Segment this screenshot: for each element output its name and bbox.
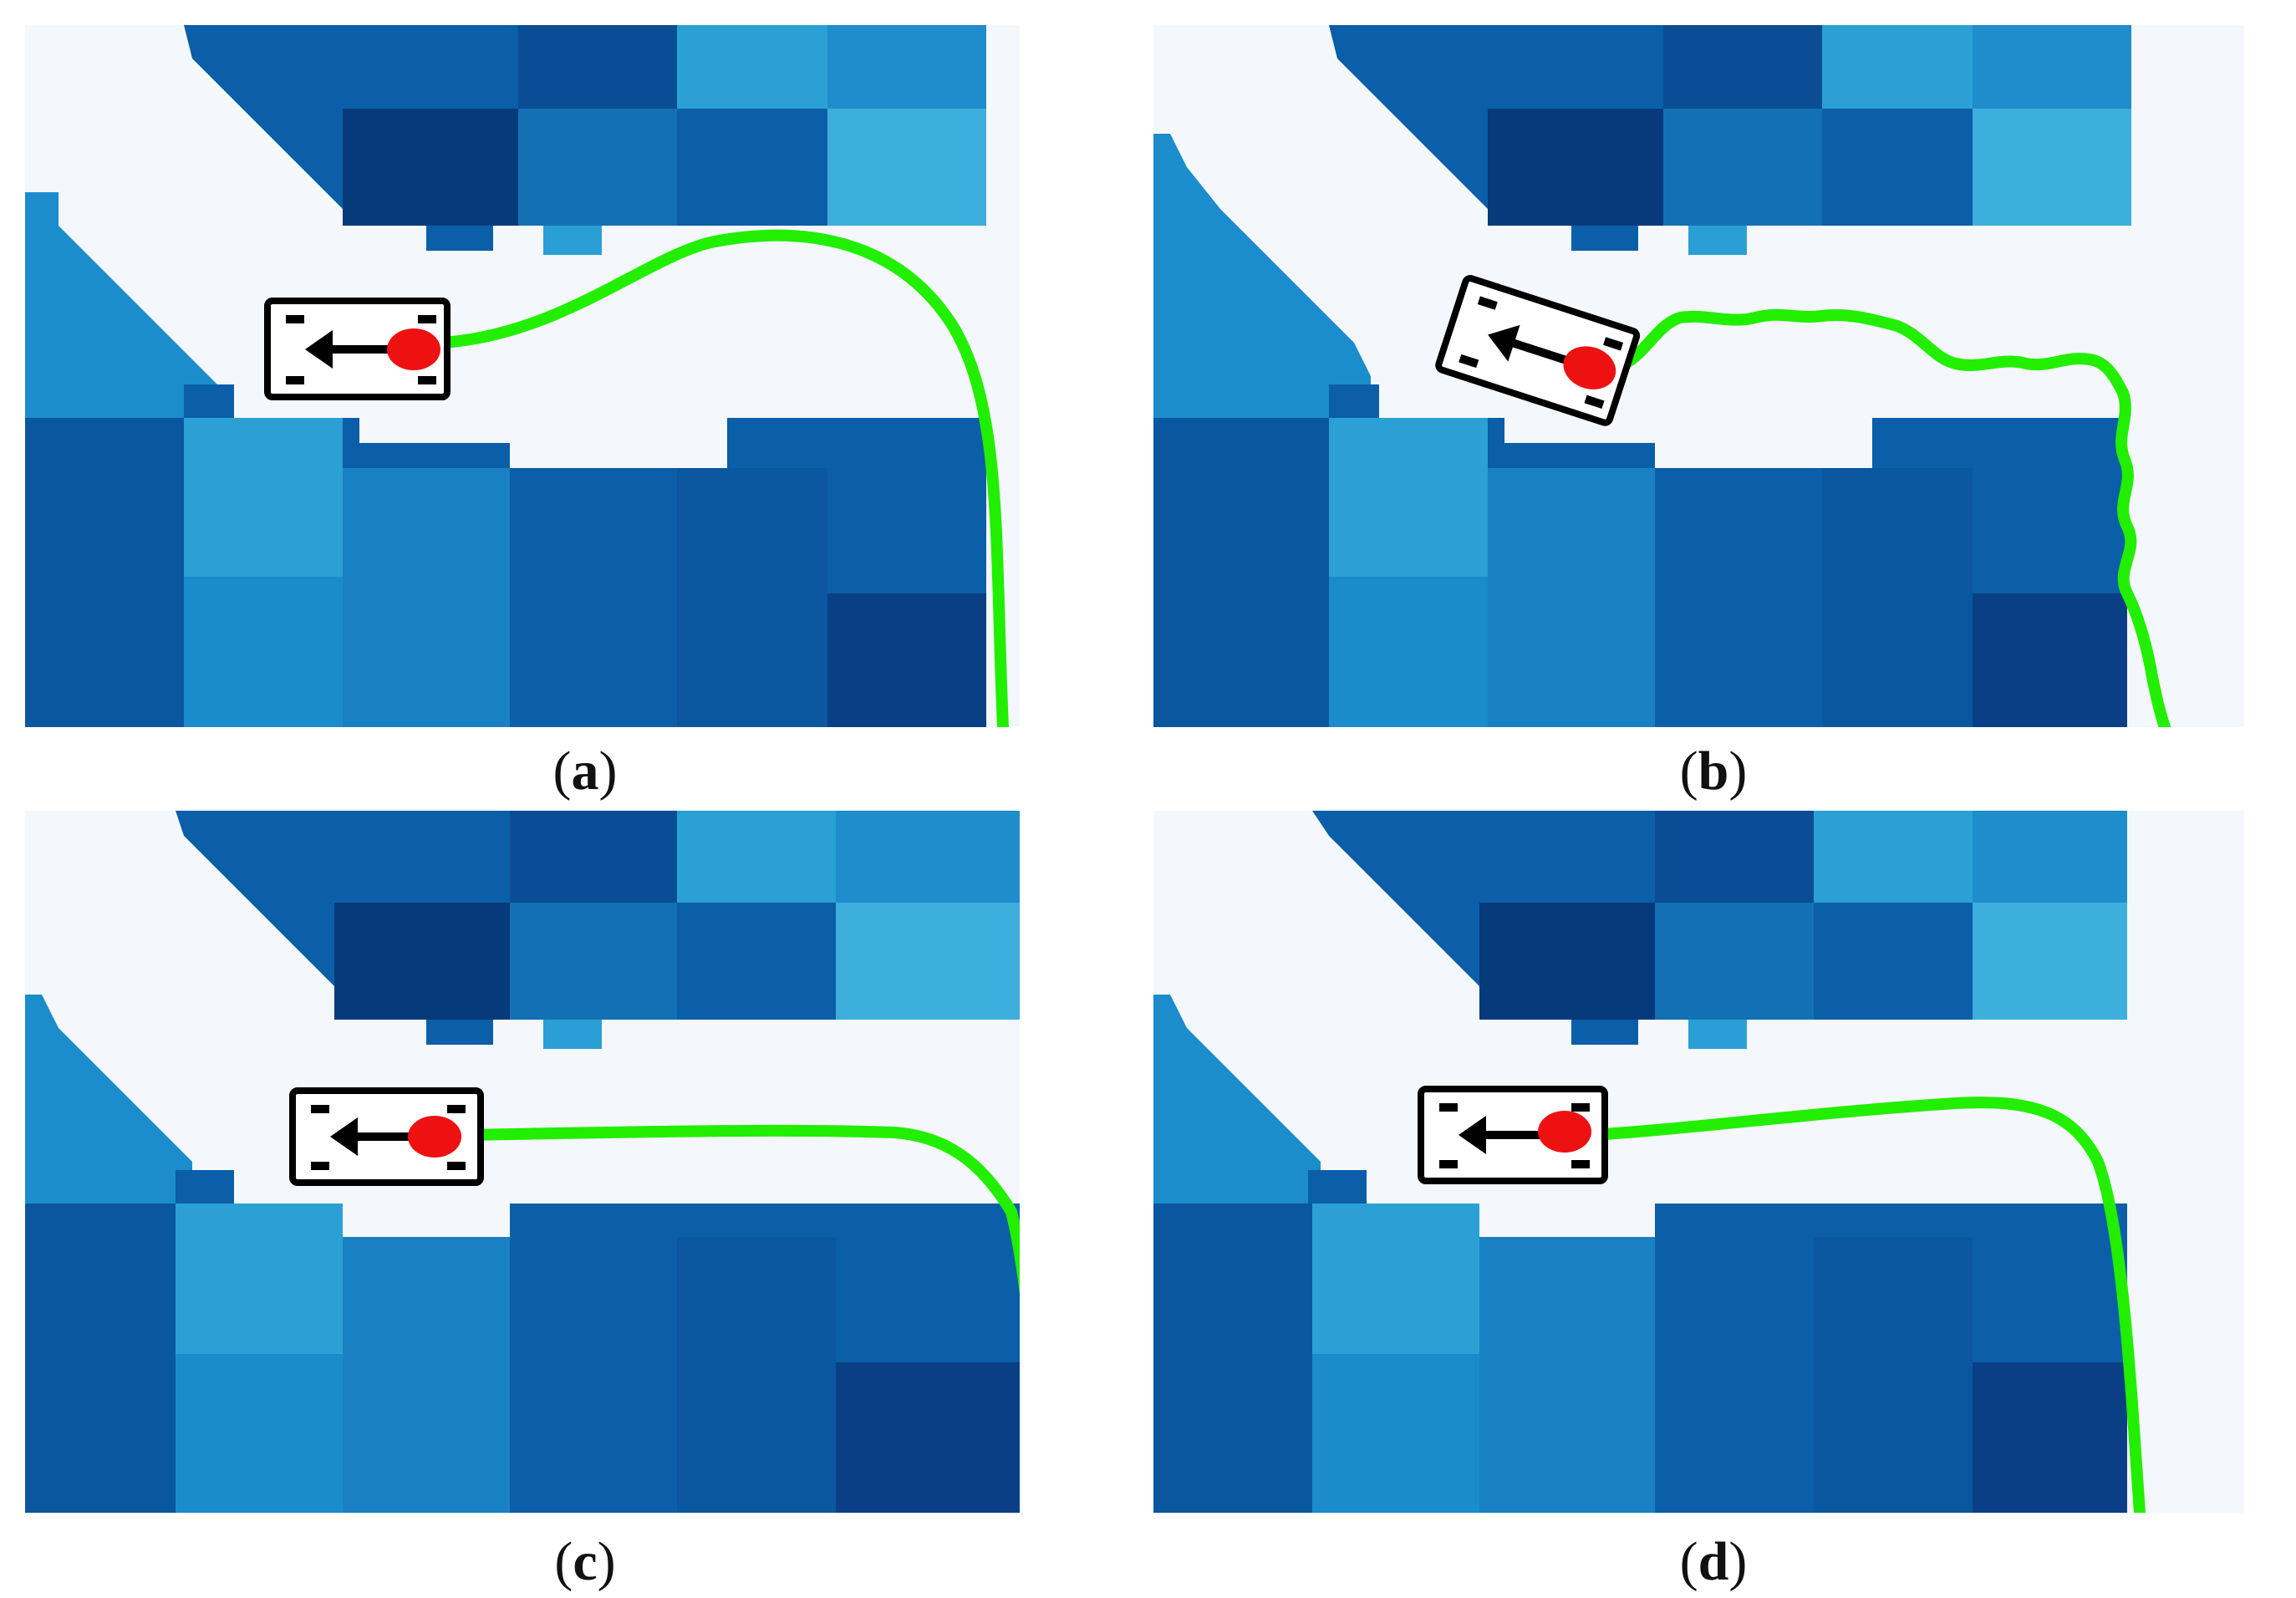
left-obstacle	[1153, 995, 1367, 1204]
caption-d-label: d	[1698, 1531, 1729, 1592]
panel-a	[25, 25, 1020, 727]
caption-a-label: a	[571, 740, 599, 802]
caption-c: (c)	[554, 1531, 616, 1592]
left-obstacle	[25, 192, 234, 418]
caption-d: (d)	[1679, 1531, 1748, 1592]
occupancy-map-d	[1153, 811, 2244, 1513]
upper-obstacle	[184, 25, 986, 255]
occupancy-map-b	[1153, 25, 2244, 727]
occupancy-map-a	[25, 25, 1020, 727]
lower-obstacle	[1153, 418, 2127, 727]
upper-obstacle	[1312, 811, 2127, 1049]
planned-path	[1586, 1097, 2146, 1513]
planned-path	[437, 229, 1009, 727]
left-obstacle	[1153, 134, 1379, 418]
upper-obstacle	[1329, 25, 2131, 255]
panel-d	[1153, 811, 2244, 1513]
vehicle-icon	[1418, 1086, 1608, 1184]
panel-b	[1153, 25, 2244, 727]
planned-path	[458, 1124, 1020, 1295]
panel-c	[25, 811, 1020, 1513]
lower-obstacle	[25, 1204, 1020, 1513]
upper-obstacle	[176, 811, 1020, 1049]
red-dot-marker	[387, 328, 440, 370]
vehicle-icon	[264, 298, 451, 400]
red-dot-marker	[1538, 1111, 1591, 1153]
caption-c-label: c	[573, 1531, 598, 1592]
vehicle-icon	[289, 1087, 484, 1186]
caption-b-label: b	[1698, 740, 1729, 802]
lower-obstacle	[25, 418, 986, 727]
left-obstacle	[25, 995, 234, 1204]
occupancy-map-c	[25, 811, 1020, 1513]
caption-b: (b)	[1679, 740, 1748, 802]
red-dot-marker	[408, 1116, 461, 1158]
red-dot-marker	[1563, 346, 1616, 389]
planned-path	[1611, 308, 2171, 727]
vehicle-icon	[1435, 275, 1641, 426]
lower-obstacle	[1153, 1204, 2127, 1513]
caption-a: (a)	[552, 740, 618, 802]
